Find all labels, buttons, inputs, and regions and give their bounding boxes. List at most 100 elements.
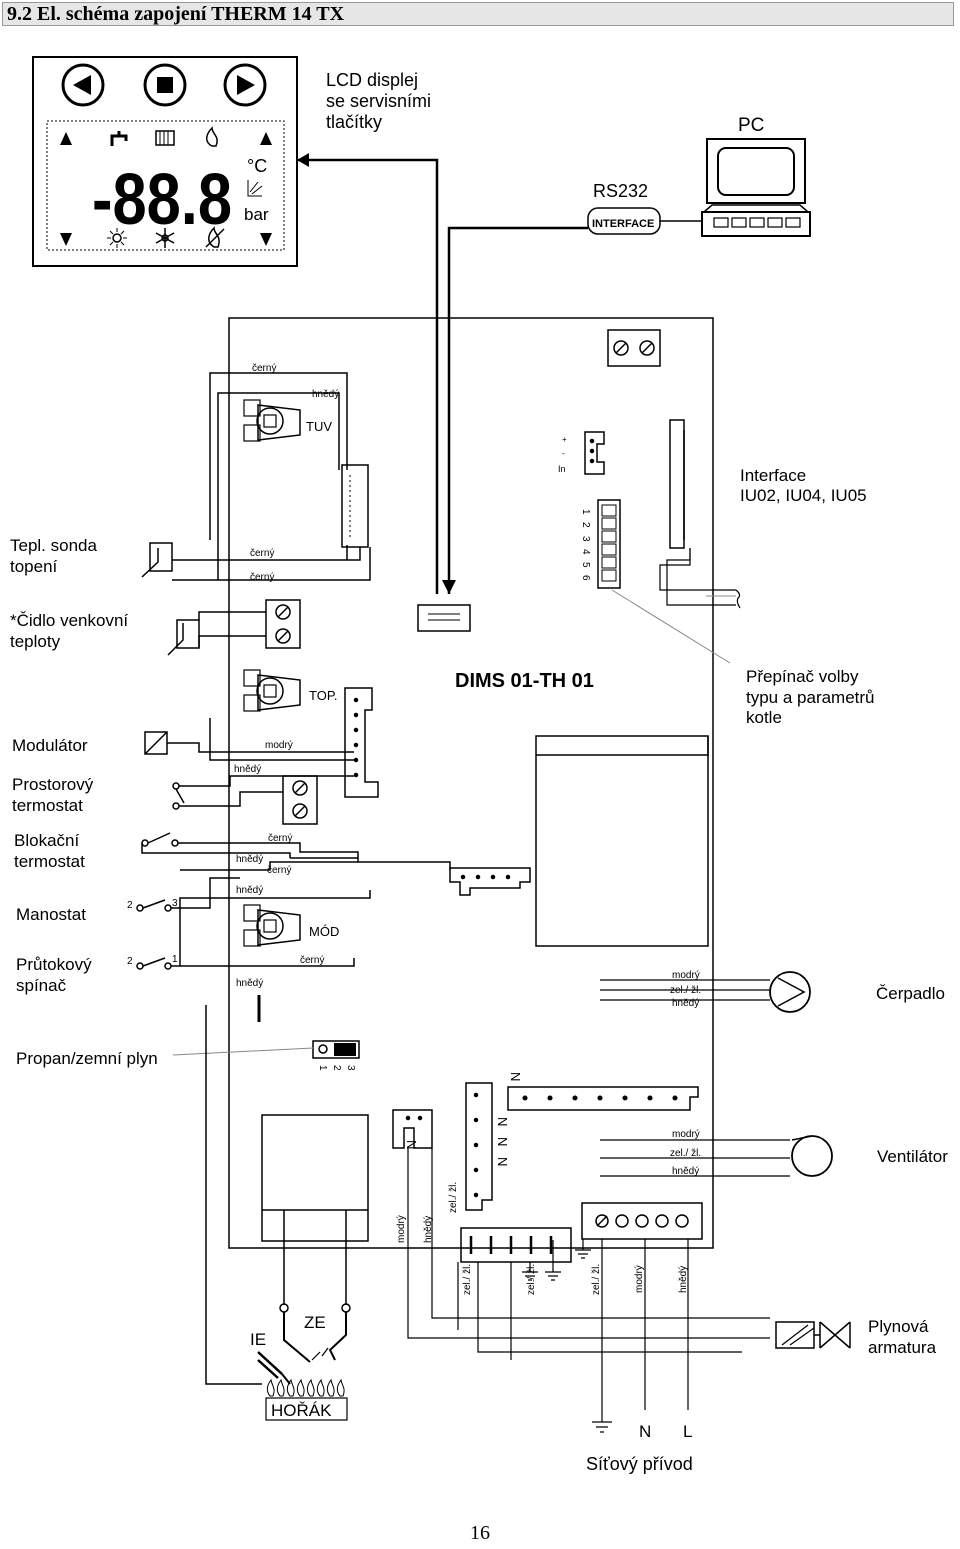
- dip-number: 5: [580, 562, 591, 568]
- rs232-label: RS232: [593, 181, 648, 201]
- n-mark: N: [495, 1157, 510, 1166]
- wire-label: modrý: [265, 740, 293, 751]
- pot-tuv-label: TUV: [306, 419, 332, 434]
- radiator-icon: [155, 130, 175, 146]
- up-triangle-icon: [60, 132, 72, 145]
- lcd-display: [32, 56, 298, 267]
- plynova-1: Plynová: [868, 1317, 929, 1336]
- wire-label: hnědý: [236, 885, 263, 896]
- plynova-2: armatura: [868, 1338, 937, 1357]
- lcd-unit-bar: bar: [244, 205, 269, 224]
- switch-caption-2: typu a parametrů: [746, 688, 875, 707]
- in-plus: +: [562, 435, 567, 444]
- stop-icon[interactable]: [143, 63, 187, 107]
- dip-switch[interactable]: [597, 499, 621, 589]
- dip-number: 2: [580, 522, 591, 528]
- wire-label: zel./ žl.: [670, 1148, 701, 1159]
- horak-label: HOŘÁK: [271, 1401, 332, 1420]
- wire-label: zel./ žl.: [670, 985, 701, 996]
- cidlo-1: *Čidlo venkovní: [10, 611, 128, 630]
- tepl-sonda-1: Tepl. sonda: [10, 536, 97, 555]
- ventilator-label: Ventilátor: [877, 1147, 948, 1166]
- right-arrow-icon[interactable]: [223, 63, 267, 107]
- wire-label: černý: [250, 572, 274, 583]
- wire-label: černý: [250, 548, 274, 559]
- page-number: 16: [470, 1522, 490, 1544]
- mains-l: L: [683, 1422, 692, 1441]
- wire-label: černý: [300, 955, 324, 966]
- modulator-label: Modulátor: [12, 736, 88, 755]
- pump-icon: [769, 971, 811, 1013]
- wire-label: černý: [268, 833, 292, 844]
- tepl-sonda-2: topení: [10, 557, 58, 576]
- n-mark: N: [508, 1072, 523, 1081]
- prutokovy-contact-1: 1: [172, 954, 178, 965]
- pressure-icon: [247, 180, 263, 197]
- mains-n: N: [639, 1422, 651, 1441]
- wire-label: modrý: [672, 970, 700, 981]
- wire-label: hnědý: [672, 1166, 699, 1177]
- lcd-caption-3: tlačítky: [326, 112, 382, 132]
- lcd-unit-celsius: °C: [247, 156, 267, 176]
- prutokovy-contact-2: 2: [127, 956, 133, 967]
- up-triangle-icon: [260, 132, 272, 145]
- manostat-label: Manostat: [16, 905, 86, 924]
- wire-label: zel./ žl.: [526, 1264, 537, 1295]
- in-minus: -: [562, 449, 565, 458]
- dip-number: 3: [580, 536, 591, 542]
- pc-icon: [701, 138, 811, 237]
- wire-label: hnědý: [234, 764, 261, 775]
- sun-icon: [107, 228, 127, 248]
- blokacni-2: termostat: [14, 852, 85, 871]
- board-title: DIMS 01-TH 01: [455, 670, 594, 692]
- lcd-caption-2: se servisními: [326, 91, 431, 111]
- interface-text-1: Interface: [740, 466, 806, 485]
- dip-number: 4: [580, 549, 591, 555]
- pc-label: PC: [738, 115, 764, 136]
- wire-label: hnědý: [423, 1216, 434, 1243]
- in-label: In: [558, 464, 566, 474]
- wire-label: zel./ žl.: [591, 1264, 602, 1295]
- prutokovy-1: Průtokový: [16, 955, 92, 974]
- ie-label: IE: [250, 1330, 266, 1349]
- left-arrow-icon[interactable]: [61, 63, 105, 107]
- wire-label: zel./ žl.: [462, 1264, 473, 1295]
- wire-label: hnědý: [236, 978, 263, 989]
- wire-label: modrý: [396, 1215, 407, 1243]
- flame-icon: [206, 126, 218, 147]
- gas-valve-connector: [460, 1227, 572, 1263]
- n-mark: N: [495, 1137, 510, 1146]
- n-mark: N: [404, 1140, 419, 1149]
- top-potentiometer: [243, 669, 301, 712]
- wire-label: hnědý: [678, 1266, 689, 1293]
- wire-label: modrý: [634, 1265, 645, 1293]
- wire-label: zel./ žl.: [448, 1182, 459, 1213]
- fan-icon: [791, 1135, 833, 1177]
- connector: [341, 464, 369, 548]
- wire-label: hnědý: [236, 854, 263, 865]
- dip-number: 1: [580, 509, 591, 515]
- outdoor-sensor: [176, 619, 200, 649]
- prutokovy-2: spínač: [16, 976, 67, 995]
- cidlo-2: teploty: [10, 632, 61, 651]
- mains-terminal: [581, 1202, 703, 1240]
- down-triangle-icon: [260, 233, 272, 246]
- ground-icon: [592, 1410, 612, 1433]
- lcd-readout: -88.8: [92, 160, 232, 240]
- mod-potentiometer: [243, 904, 301, 947]
- pot-mod-label: MÓD: [309, 924, 339, 939]
- ze-label: ZE: [304, 1313, 326, 1332]
- jumper-number: 1: [317, 1065, 328, 1071]
- snowflake-icon: [155, 228, 175, 248]
- gas-type-jumper[interactable]: [312, 1040, 360, 1059]
- n-mark: N: [495, 1117, 510, 1126]
- temperature-sensor: [149, 542, 173, 572]
- interface-text-2: IU02, IU04, IU05: [740, 486, 867, 505]
- wire-label: hnědý: [672, 998, 699, 1009]
- prostorovy-1: Prostorový: [12, 775, 94, 794]
- dip-number: 6: [580, 575, 591, 581]
- tuv-potentiometer: [243, 399, 301, 442]
- no-flame-icon: [205, 226, 225, 248]
- burner-icon: [265, 1378, 348, 1421]
